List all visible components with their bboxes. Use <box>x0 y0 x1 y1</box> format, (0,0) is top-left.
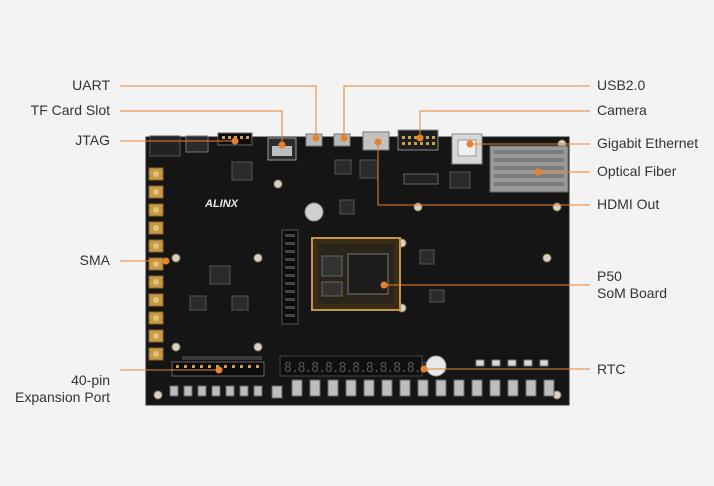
label-expansion-port: 40-pin Expansion Port <box>0 372 110 406</box>
bottom-switches <box>169 379 555 399</box>
label-optical-fiber: Optical Fiber <box>597 163 677 179</box>
label-camera: Camera <box>597 102 647 118</box>
power-jack <box>149 135 181 157</box>
callout-lines <box>120 85 590 371</box>
seven-segment-text: 8.8.8.8.8.8.8.8.8.8.8.8. <box>284 361 448 376</box>
rtc-coin-cell <box>425 355 447 377</box>
fpga-chip <box>347 253 389 295</box>
label-hdmi-out: HDMI Out <box>597 196 660 212</box>
label-jtag: JTAG <box>75 132 110 148</box>
rtc-battery-holder <box>304 202 324 222</box>
label-usb: USB2.0 <box>597 77 646 93</box>
callout-dots <box>162 134 542 374</box>
label-expansion-port-line1: 40-pin <box>71 372 110 388</box>
label-rtc: RTC <box>597 361 626 377</box>
brand-logo: ALINX <box>204 198 239 210</box>
label-som-line2: SoM Board <box>597 285 668 301</box>
label-gigabit-ethernet: Gigabit Ethernet <box>597 135 699 151</box>
label-uart: UART <box>72 77 110 93</box>
label-sma: SMA <box>79 252 110 268</box>
label-som-line1: P50 <box>597 268 622 284</box>
seven-segment-display <box>279 355 423 377</box>
sma-connectors <box>148 167 164 361</box>
label-som-board: P50 SoM Board <box>597 268 667 302</box>
label-tf-card-slot: TF Card Slot <box>30 102 110 118</box>
label-expansion-port-line2: Expansion Port <box>15 389 110 405</box>
